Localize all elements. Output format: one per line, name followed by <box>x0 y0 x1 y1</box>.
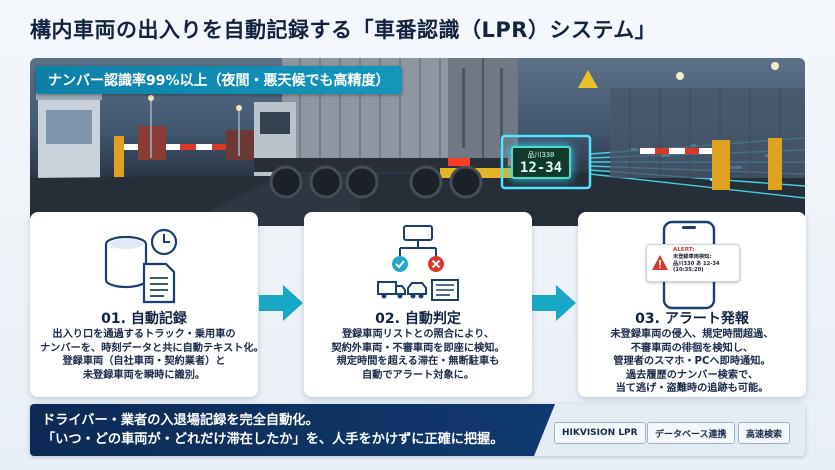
step-card-auto-record: 01. 自動記録 出入り口を通過するトラック・乗用車の ナンバーを、時刻データと… <box>30 212 264 397</box>
footer-message: ドライバー・業者の入退場記録を完全自動化。 「いつ・どの車両が・どれだけ滞在した… <box>30 404 555 456</box>
step-description: 登録車両リストとの照合により、 契約外車両・不審車両を即座に検知。 規定時間を超… <box>331 329 505 381</box>
footer-line-2: 「いつ・どの車両が・どれだけ滞在したか」を、人手をかけずに正確に把握。 <box>42 432 504 447</box>
tag-database-link: データベース連携 <box>647 422 735 444</box>
decision-tree-vehicles-icon <box>377 225 459 301</box>
alert-line: (10:35:20) <box>673 267 704 274</box>
tag-fast-search: 高速検索 <box>738 422 791 444</box>
accuracy-banner: ナンバー認識率99%以上（夜間・悪天候でも高精度） <box>36 66 402 94</box>
warning-icon <box>652 255 668 270</box>
step-card-alert: 03. アラート発報 未登録車両の侵入、規定時間超過、 不審車両の徘徊を検知し、… <box>578 212 806 397</box>
hero-scene: 品川330 12-34 <box>30 58 805 226</box>
alert-notification: ALERT: 未登録車両検知: 品川330 あ 12-34 (10:35:20) <box>646 244 740 282</box>
truck-gate-illustration <box>30 58 805 226</box>
step-card-auto-judge: 02. 自動判定 登録車両リストとの照合により、 契約外車両・不審車両を即座に検… <box>304 212 532 397</box>
step-description: 未登録車両の侵入、規定時間超過、 不審車両の徘徊を検知し、 管理者のスマホ・PC… <box>610 329 774 395</box>
step-title: 02. 自動判定 <box>375 311 461 327</box>
step-title: 03. アラート発報 <box>635 311 749 327</box>
step-title: 01. 自動記録 <box>101 311 187 327</box>
alert-line: 品川330 あ 12-34 <box>673 260 720 267</box>
tag-hikvision-lpr: HIKVISION LPR <box>554 422 646 444</box>
footer-line-1: ドライバー・業者の入退場記録を完全自動化。 <box>42 413 319 428</box>
page-title: 構内車両の出入りを自動記録する「車番認識（LPR）システム」 <box>30 18 657 42</box>
step-arrow-icon <box>532 285 576 321</box>
plate-region: 品川330 <box>527 151 555 159</box>
plate-number: 12-34 <box>519 160 563 176</box>
license-plate: 品川330 12-34 <box>511 146 571 179</box>
step-arrow-icon <box>259 285 303 321</box>
step-description: 出入り口を通過するトラック・乗用車の ナンバーを、時刻データと共に自動テキスト化… <box>40 329 264 381</box>
database-clock-document-icon <box>104 228 178 304</box>
footer-banner: ドライバー・業者の入退場記録を完全自動化。 「いつ・どの車両が・どれだけ滞在した… <box>30 404 805 456</box>
alert-line: 未登録車両検知: <box>673 253 712 260</box>
alert-head: ALERT: <box>673 247 695 253</box>
